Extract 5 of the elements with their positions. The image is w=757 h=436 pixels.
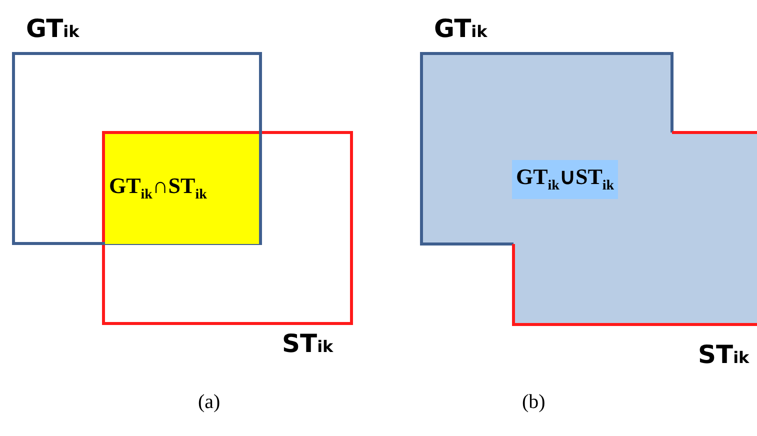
panel-caption: (a) [198,392,220,412]
intersection-label: GT$_{ik}$∩ST$_{ik}$ [108,175,207,203]
union-label: GT$_{ik}$∪ST$_{ik}$ [512,160,618,200]
panel-caption: (b) [522,392,546,412]
intersection-region [105,134,259,244]
